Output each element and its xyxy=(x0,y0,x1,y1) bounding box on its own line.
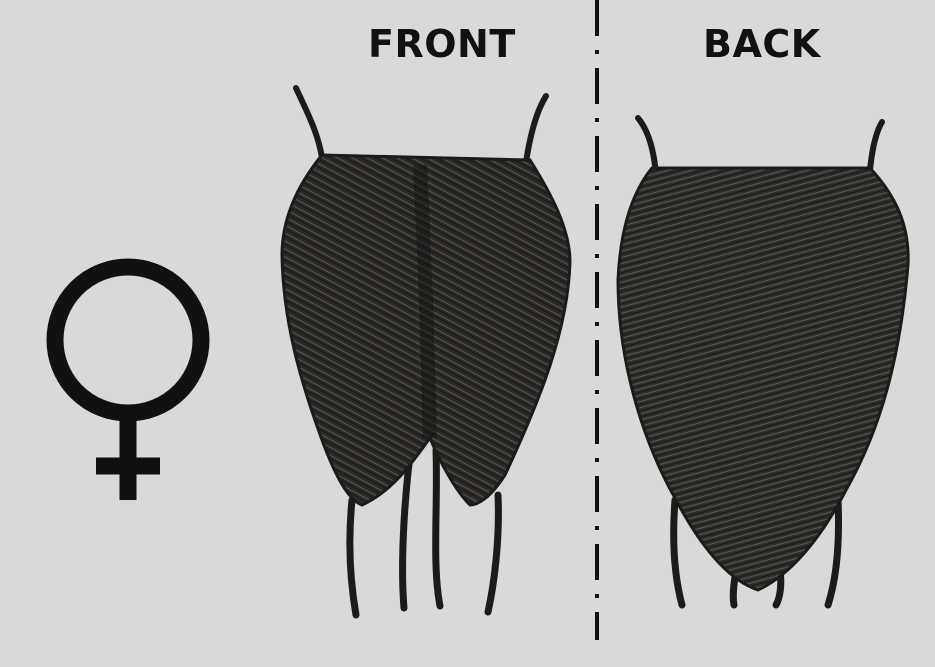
garment-front xyxy=(282,88,570,615)
garment-back xyxy=(618,118,908,605)
female-symbol-icon xyxy=(55,267,201,500)
